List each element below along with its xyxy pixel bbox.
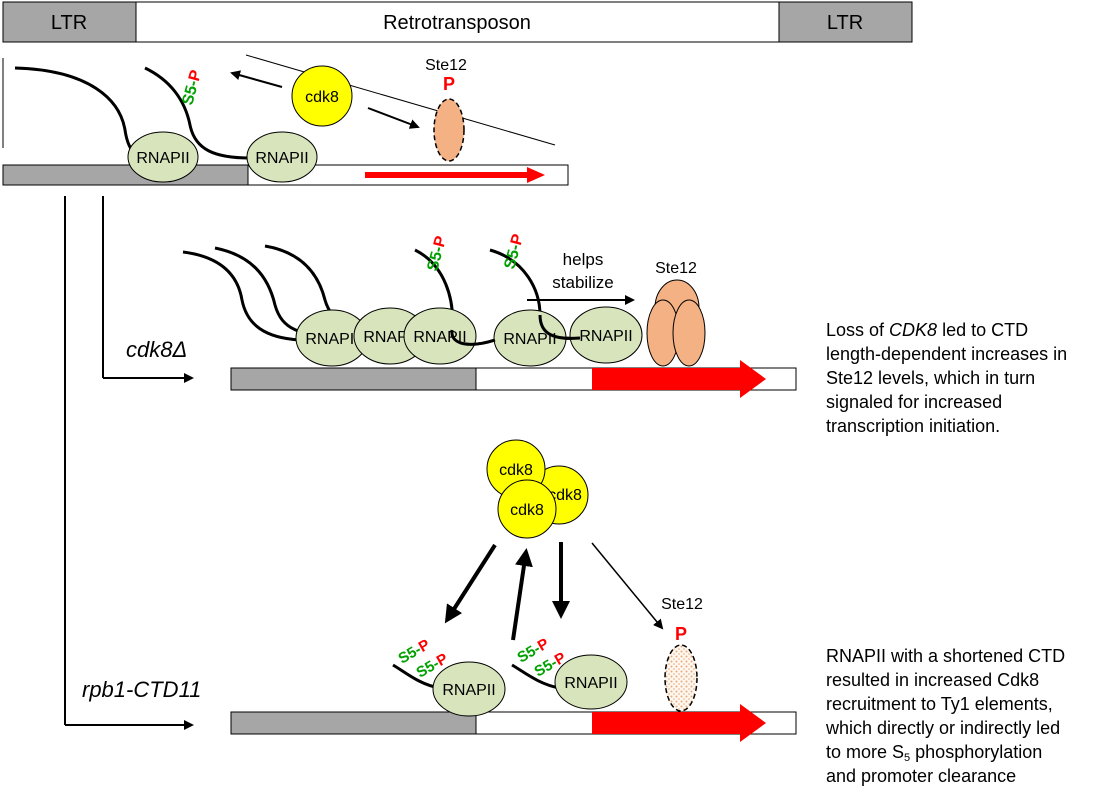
svg-text:S5-P: S5-P xyxy=(501,232,527,271)
ste12-label-1: Ste12 xyxy=(425,57,467,74)
top-bar: LTR Retrotransposon LTR xyxy=(2,1,913,43)
ltr-right-label: LTR xyxy=(827,12,863,34)
svg-text:RNAPII: RNAPII xyxy=(442,682,495,699)
helps-label: helps xyxy=(563,250,604,269)
svg-text:S5-P: S5-P xyxy=(424,234,450,273)
rnapii-1 xyxy=(127,131,199,183)
svg-text:cdk8: cdk8 xyxy=(499,462,533,479)
panel-wildtype: RNAPII RNAPII S5-P cdk8 Ste12 P xyxy=(2,54,569,186)
note-rpb1-ctd11: RNAPII with a shortened CTD resulted in … xyxy=(826,646,1066,786)
svg-text:S5-P: S5-P xyxy=(179,68,205,107)
panel-cdk8-delta: RNAPII RNAPII RNAPII RNAPII RNAPII S5-P … xyxy=(182,232,797,398)
branch-arrows: cdk8Δ rpb1-CTD11 xyxy=(64,196,201,730)
svg-text:cdk8: cdk8 xyxy=(510,502,544,519)
svg-text:RNAPII: RNAPII xyxy=(255,150,308,167)
retrotransposon-label: Retrotransposon xyxy=(383,12,531,34)
panel-rpb1-ctd11: cdk8 cdk8 cdk8 RNAPII RNAPII S5-P S5-P S… xyxy=(230,439,797,742)
svg-text:RNAPII: RNAPII xyxy=(305,331,358,348)
svg-text:RNAPII: RNAPII xyxy=(564,675,617,692)
rpb1-label: rpb1-CTD11 xyxy=(82,677,201,702)
note-cdk8-delta: Loss of CDK8 led to CTD length-dependent… xyxy=(826,320,1068,436)
cdk8-circle xyxy=(291,65,353,127)
svg-text:P: P xyxy=(443,74,455,94)
svg-text:RNAPII: RNAPII xyxy=(503,331,556,348)
svg-text:RNAPII: RNAPII xyxy=(579,328,632,345)
ste12-1 xyxy=(433,98,465,162)
stabilize-label: stabilize xyxy=(552,273,613,292)
svg-text:P: P xyxy=(675,624,687,644)
ste12-label-3: Ste12 xyxy=(661,596,703,613)
ltr-left-label: LTR xyxy=(51,12,87,34)
cdk8-delta-label: cdk8Δ xyxy=(126,337,187,362)
ste12-3 xyxy=(664,644,698,712)
svg-text:cdk8: cdk8 xyxy=(548,487,582,504)
svg-text:RNAPII: RNAPII xyxy=(363,329,416,346)
svg-text:cdk8: cdk8 xyxy=(305,89,339,106)
svg-text:RNAPII: RNAPII xyxy=(136,150,189,167)
rnapii-2 xyxy=(246,131,318,183)
ste12-label-2: Ste12 xyxy=(655,260,697,277)
